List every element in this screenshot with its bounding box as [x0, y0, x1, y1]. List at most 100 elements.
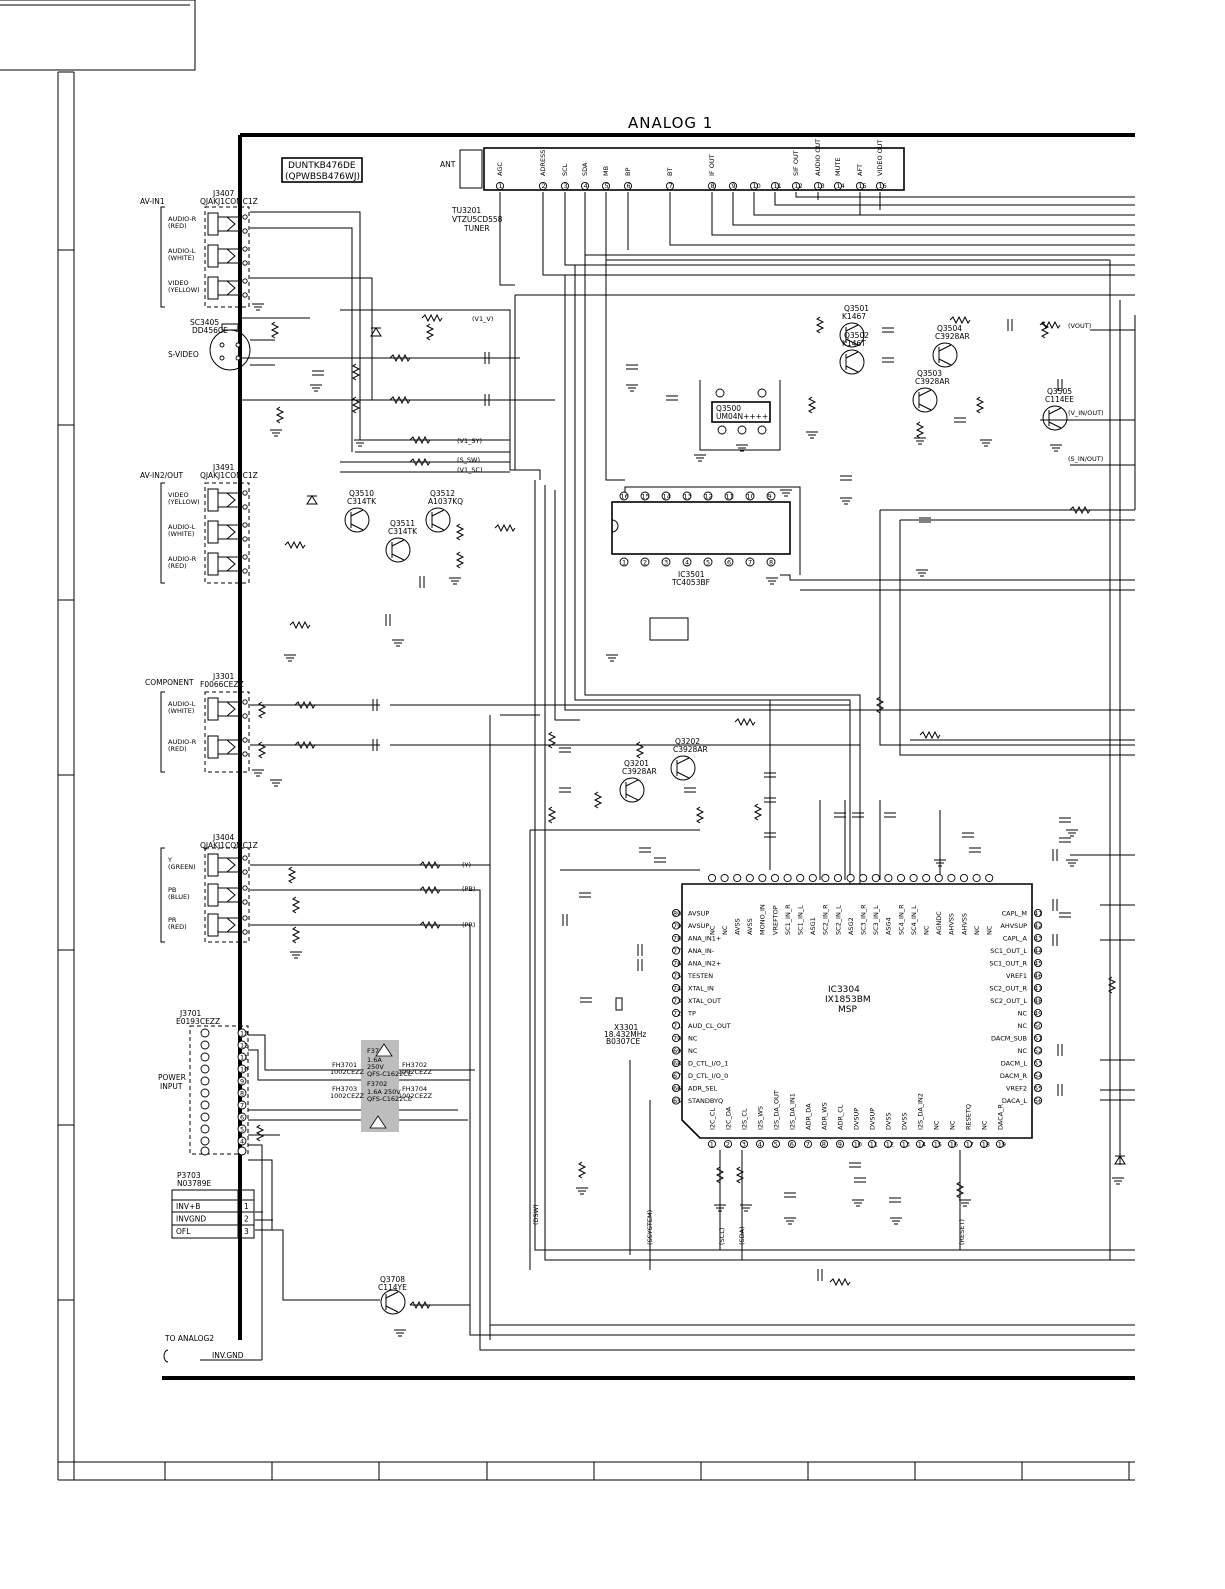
ic3501-pin: 7 [748, 559, 752, 567]
resistor-symbol [734, 717, 756, 727]
ic3304-pin-label: SC4_IN_L [910, 905, 918, 935]
signal-label: (S_IN/OUT) [1068, 455, 1103, 463]
ic3304-pin: 49 [1034, 1009, 1042, 1017]
signal-label: (DSW) [532, 1204, 540, 1225]
ic3501-pin: 8 [769, 559, 773, 567]
ic3304-pin-label: STANDBYQ [688, 1097, 723, 1105]
ic3304-pin-label: NC [721, 925, 729, 935]
ic3304-pin-label: ASG1 [809, 917, 817, 935]
ic3501-pin: 12 [705, 493, 713, 501]
capacitor-symbol [639, 847, 651, 853]
diode-d3501 [649, 617, 689, 641]
svg-text:B0307CE: B0307CE [606, 1037, 640, 1046]
resistor-symbol [715, 1166, 725, 1184]
svideo-connector: S-VIDEO SC3405 DD456CE [168, 318, 310, 371]
ic3501-pin: 5 [706, 559, 710, 567]
ic3304-pin: 7 [806, 1141, 810, 1149]
jack-outline [204, 206, 250, 308]
tuner-pin-number: 3 [564, 182, 568, 190]
jack-part: QJAKJ1COMC1Z [200, 471, 258, 480]
ic3304-pin: 69 [673, 1047, 681, 1055]
jack-ref: J3301 [212, 672, 235, 681]
ic3501-ref: IC3501 [678, 570, 705, 579]
resistor-symbol [351, 363, 361, 381]
capacitor-symbol [834, 812, 846, 818]
jack-channel-color: (RED) [168, 562, 187, 570]
power-pin-number: 11 [240, 1054, 248, 1062]
tuner-pin-label: ADRESS [539, 150, 547, 176]
svideo-ref: SC3405 [190, 318, 219, 327]
ic3304-pin-label: TP [687, 1009, 696, 1017]
ic3304-pin-label: D_CTL_I/O_1 [688, 1059, 728, 1067]
ic3304-pin-label: DVSS [884, 1112, 892, 1130]
ic3304-pin: 15 [934, 1141, 942, 1149]
ground-symbol [290, 951, 302, 959]
ic3304-pin: 77 [673, 947, 681, 955]
ic3304-pin-label: NC [973, 925, 981, 935]
resistor-symbol [351, 396, 361, 414]
capacitor-symbol [889, 1197, 901, 1203]
ic3304-pin-label: CAPL_M [1002, 909, 1027, 917]
power-ref: J3701 [179, 1009, 202, 1018]
tuner-pin-number: 6 [627, 182, 631, 190]
resistor-symbol [1040, 321, 1050, 339]
ic3304-pin: 14 [918, 1141, 926, 1149]
ic3304-pin-label: DVSS [900, 1112, 908, 1130]
ic3304-pin-label: NC [1018, 1009, 1028, 1017]
ic3304-pin-label: TESTEN [687, 972, 713, 980]
tuner-pin-number: 16 [879, 182, 887, 190]
ic3304-pin-label: NC [688, 1034, 698, 1042]
tuner-model: DUNTKB476DE [288, 161, 356, 171]
signal-label: (RESET) [958, 1219, 966, 1245]
ic3304-pin: 74 [673, 984, 681, 992]
ic3304-pin-label: SC1_OUT_L [990, 947, 1027, 955]
ic3501-pin: 11 [726, 493, 734, 501]
resistor-symbol [291, 926, 301, 944]
resistor-symbol [275, 406, 285, 424]
crystal-x3301: X3301 18.432MHz B0307CE [604, 997, 646, 1046]
ground-symbol [284, 654, 296, 662]
signal-label: (PR) [462, 921, 476, 929]
fuse-text: F3702 [367, 1080, 387, 1088]
transistor-part: K1467 [842, 312, 866, 321]
signal-label: (SCL) [718, 1228, 726, 1245]
ic3304-pin: 48 [1034, 997, 1042, 1005]
tuner-pin [707, 181, 717, 191]
ic3304-pin: 18 [982, 1141, 990, 1149]
ic3501-pin: 4 [685, 559, 689, 567]
resistor-symbol [695, 806, 705, 824]
resistor-symbol [547, 806, 557, 824]
tuner-pin [749, 181, 759, 191]
capacitor-symbol [579, 892, 591, 898]
signal-labels: (V1_V)(V1_SY)(S_SW)(V1_SC)(VOUT)(V_IN/OU… [457, 315, 1104, 1245]
tuner-pin [791, 181, 801, 191]
ground-symbol [784, 1217, 796, 1225]
ground-symbol [806, 431, 818, 439]
tuner-name: TUNER [463, 224, 490, 233]
tuner-pin-label: BP [624, 168, 632, 176]
q3500-box: Q3500 UM04N++++ [699, 380, 781, 451]
warning-icon [375, 1043, 393, 1057]
ic3304-pin-label: I2S_DA_OUT [772, 1090, 780, 1130]
p3703-ref: P3703 [177, 1171, 201, 1180]
ic3304-pin-label: AUD_CL_OUT [688, 1022, 731, 1030]
ic3304-pin-label: SC3_IN_L [872, 905, 880, 935]
ic3304-pin-label: DACM_SUB [991, 1034, 1027, 1042]
power-input: POWER INPUT J3701 E0193CEZZ 131211109876… [158, 1009, 249, 1156]
transistor-body [344, 507, 370, 533]
sheet-title: ANALOG 1 [628, 114, 713, 132]
ic3304-pin-label: AVSUP [688, 909, 709, 917]
jack-channel-name: AUDIO-R [168, 738, 197, 746]
tuner-pin-label: AGC [496, 162, 504, 176]
ic3304-pin: 73 [673, 997, 681, 1005]
ic3304-pin-label: I2S_WS [756, 1106, 764, 1130]
capacitor-symbol [884, 812, 896, 818]
tuner-pin-number: 9 [732, 182, 736, 190]
ic3304-pin-label: NC [948, 1120, 956, 1130]
power-pin-number: 7 [240, 1102, 244, 1110]
tuner-pin [580, 181, 590, 191]
tuner-pin [623, 181, 633, 191]
p3703-part: N03789E [177, 1179, 211, 1188]
tuner-pin-number: 13 [817, 182, 825, 190]
input-jacks: AV-IN1J3407QJAKJ1COMC1ZAUDIO-R(RED)AUDIO… [140, 189, 258, 943]
